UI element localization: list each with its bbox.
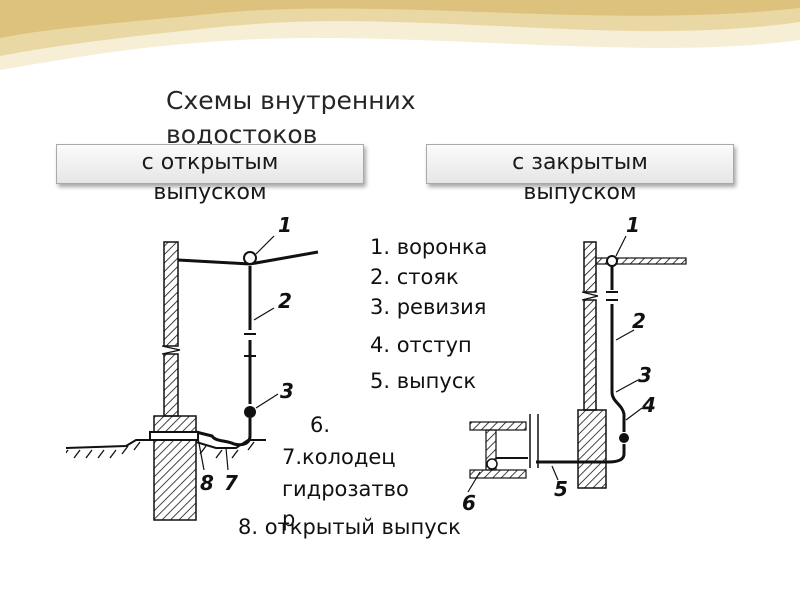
- foundation: [577, 409, 607, 489]
- legend-item-6: 6.: [310, 413, 331, 437]
- funnel-symbol: [606, 255, 618, 267]
- funnel-symbol: [243, 251, 257, 265]
- revision-symbol: [619, 433, 629, 443]
- tab-open-line2: выпуском: [153, 180, 267, 205]
- diag-label-4: 4: [641, 393, 656, 417]
- diagram-closed-outlet: 1 2 3 4 5 6: [448, 208, 688, 520]
- outlet-pipe: [195, 418, 252, 447]
- legend-item-7a: 7.колодец: [282, 445, 396, 469]
- legend-item-1: 1. воронка: [370, 235, 488, 259]
- ground-line: [66, 439, 266, 449]
- diag-label-3: 3: [280, 379, 294, 403]
- revision-symbol: [244, 406, 256, 418]
- tab-closed-outlet: с закрытым выпуском: [426, 144, 734, 205]
- legend-item-3: 3. ревизия: [370, 295, 487, 319]
- legend-item-4: 4. отступ: [370, 333, 472, 357]
- legend-item-7b: гидрозатво: [282, 477, 409, 501]
- diag-label-8: 8: [200, 471, 214, 495]
- diag-label-2: 2: [278, 289, 292, 313]
- wall-upper: [163, 241, 179, 347]
- diag-label-6: 6: [462, 491, 476, 515]
- diag-label-1: 1: [278, 213, 292, 237]
- tab-closed-line1: с закрытым: [512, 150, 648, 175]
- diagram-open-outlet: 1 2 3 8 7: [66, 208, 368, 524]
- legend-item-2: 2. стояк: [370, 265, 459, 289]
- diag-label-5: 5: [554, 477, 568, 501]
- wall-middle: [163, 353, 179, 417]
- roof: [595, 257, 687, 265]
- open-outlet-gully: [149, 431, 199, 441]
- wall-middle: [583, 299, 597, 411]
- outlet-pipe: [536, 444, 626, 464]
- tab-closed-line2: выпуском: [523, 180, 637, 205]
- legend-item-7c: р: [282, 507, 296, 531]
- page-title: Схемы внутренних водостоков: [166, 86, 416, 149]
- diag-label-3: 3: [638, 363, 652, 387]
- tab-open-line1: с открытым: [141, 150, 279, 175]
- wall-upper: [583, 241, 597, 293]
- header-swoosh-decoration: [0, 0, 800, 70]
- legend-item-5: 5. выпуск: [370, 369, 477, 393]
- tab-open-outlet: с открытым выпуском: [56, 144, 364, 205]
- diag-label-2: 2: [632, 309, 646, 333]
- legend-item-8: 8. открытый выпуск: [238, 515, 461, 539]
- diag-label-7: 7: [224, 471, 238, 495]
- diag-label-1: 1: [626, 213, 640, 237]
